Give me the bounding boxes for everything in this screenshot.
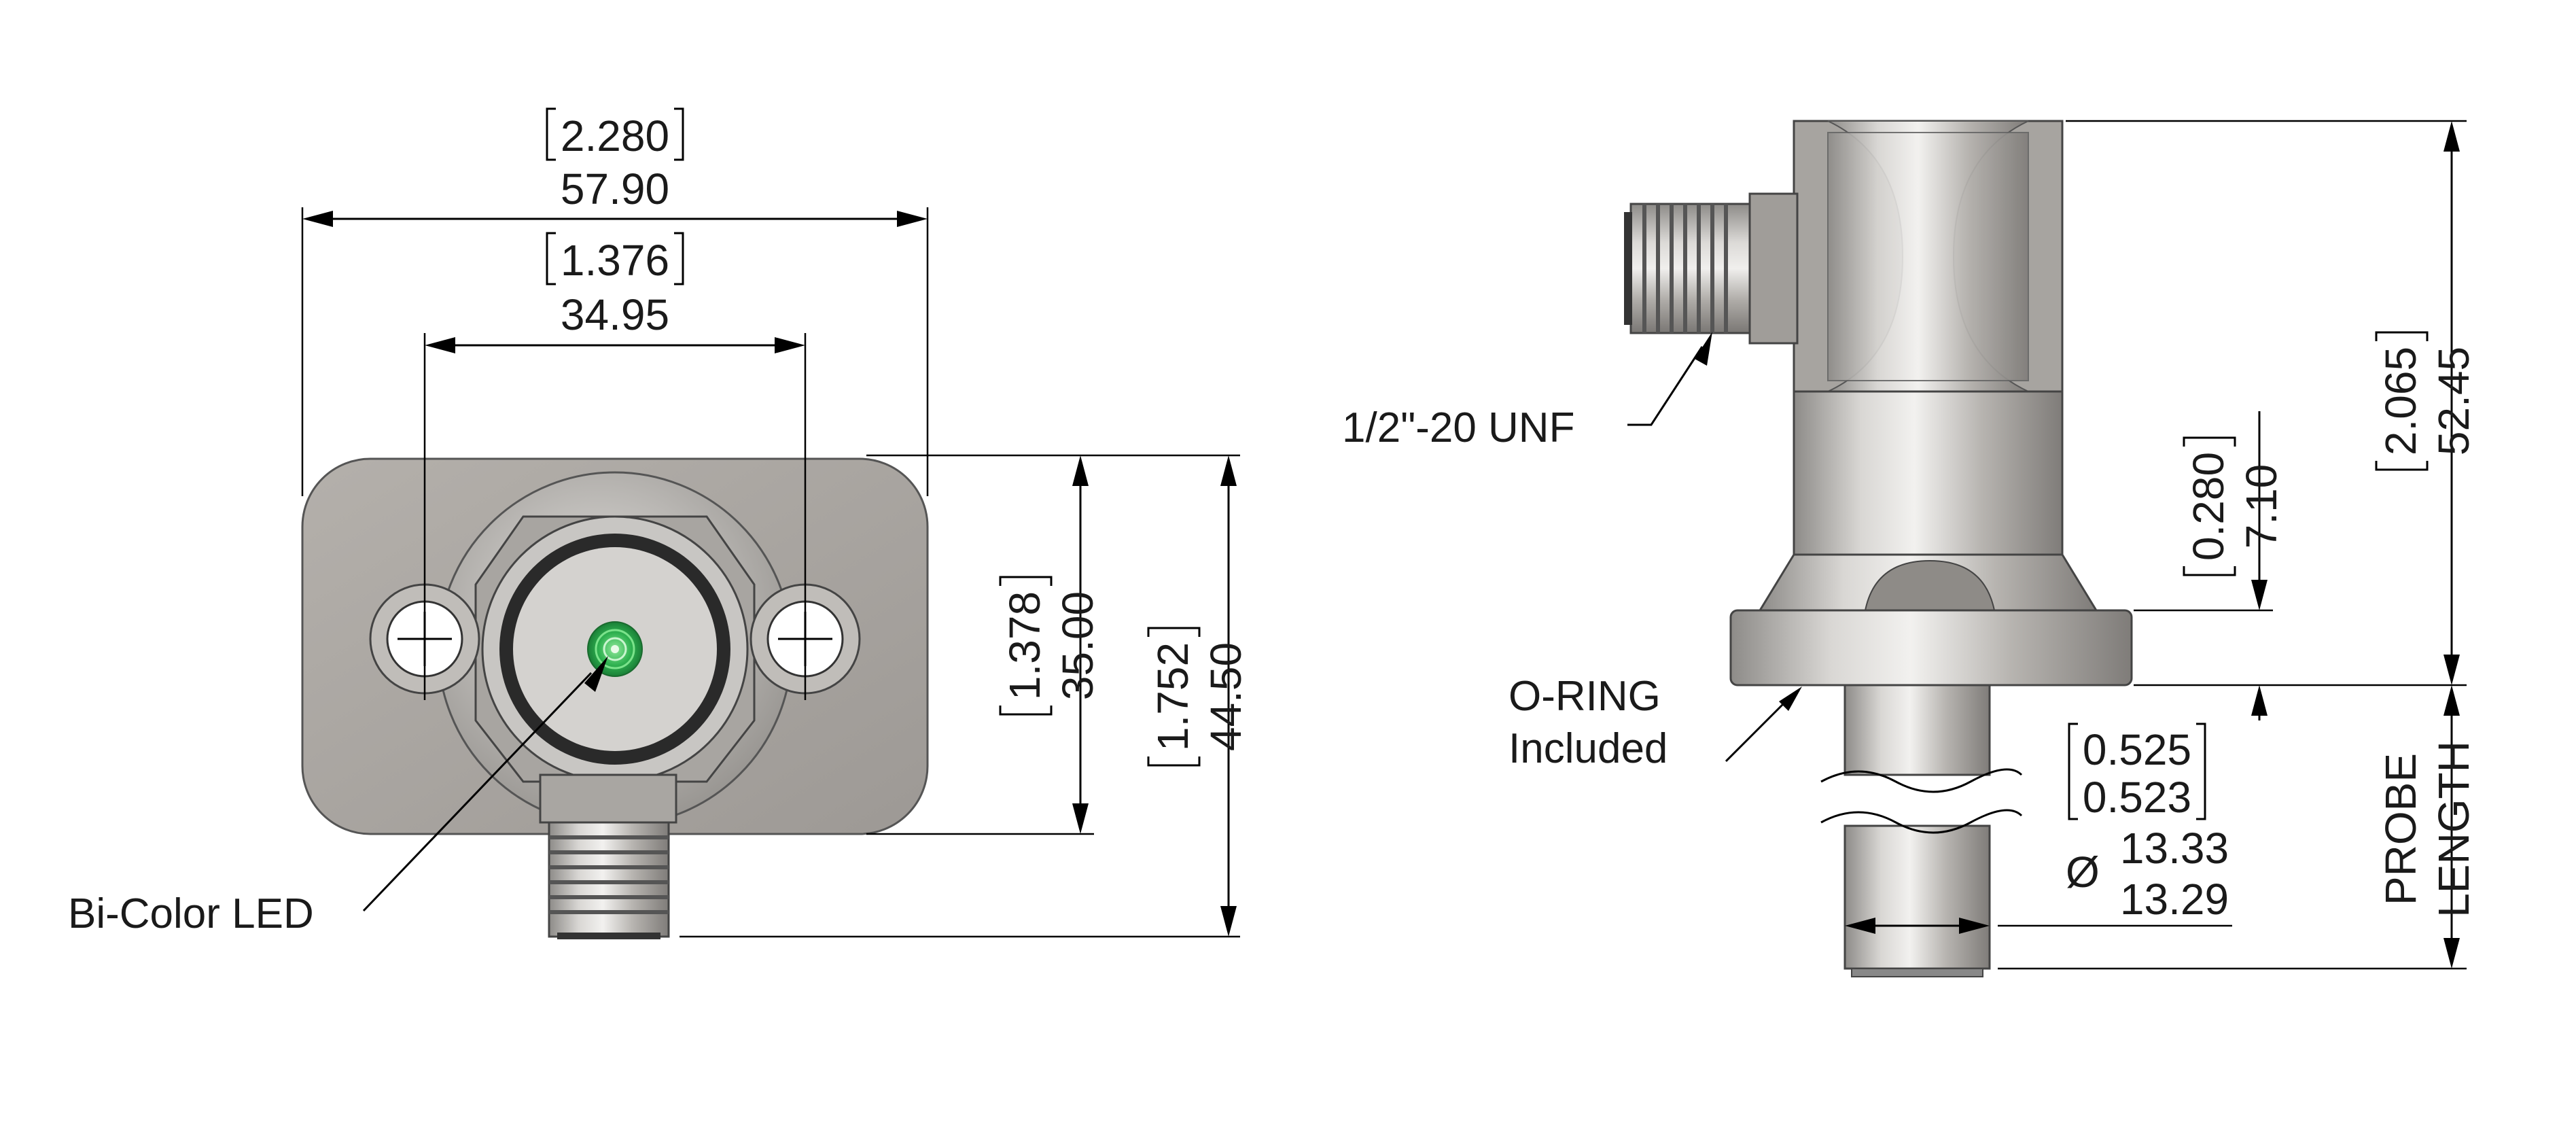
led-leader-arrow	[584, 656, 608, 692]
probe-lower	[1843, 824, 1991, 970]
led-callout: Bi-Color LED	[68, 890, 314, 937]
arrow-probe-dia-left	[1845, 918, 1875, 934]
overall-height-mm: 44.50	[1201, 642, 1250, 751]
arrow-total-bottom	[2443, 655, 2460, 685]
side-connector-thread-lines	[1642, 204, 1728, 333]
connector-threads	[548, 821, 670, 938]
probe-diameter-mm-min: 13.29	[2120, 875, 2229, 924]
thread-leader-line	[1627, 346, 1704, 426]
bracket-overall-width	[546, 107, 684, 161]
led-leader-line	[362, 672, 593, 912]
probe-diameter-mm-max: 13.33	[2120, 824, 2229, 873]
arrow-probe-len-bottom	[2443, 938, 2460, 969]
arrow-flange-top	[1072, 455, 1089, 486]
oring-leader-line	[1725, 699, 1788, 763]
diameter-symbol: Ø	[2066, 848, 2100, 897]
bracket-probe-diameter-inch	[2068, 723, 2206, 820]
led-dot	[611, 645, 619, 653]
arrow-probe-len-top	[2443, 685, 2460, 716]
connector-base	[539, 773, 677, 824]
arrow-flange-thk-bottom	[2251, 685, 2268, 716]
arrow-overall-height-bottom	[1220, 906, 1237, 937]
side-connector-collar	[1748, 192, 1799, 345]
flange-height-inch: 1.378	[1000, 591, 1049, 700]
probe-diameter-inch-min: 0.523	[2083, 773, 2191, 822]
total-height-inch: 2.065	[2376, 347, 2425, 455]
thread-callout: 1/2"-20 UNF	[1342, 404, 1574, 451]
arrow-hole-right	[775, 337, 805, 353]
body-cylinder	[1793, 390, 2064, 556]
overall-height-inch: 1.752	[1148, 642, 1197, 751]
oring-callout-line1: O-RING	[1508, 673, 1661, 720]
bracket-hole-spacing	[546, 232, 684, 285]
total-height-mm: 52.45	[2429, 347, 2478, 455]
side-connector-threads	[1629, 203, 1751, 334]
bracket-total-height	[2375, 331, 2429, 471]
probe-break-line-2	[1820, 809, 2023, 834]
connector-thread-lines	[549, 835, 669, 914]
flange-thickness-mm: 7.10	[2237, 464, 2286, 549]
arrow-overall-right	[897, 211, 928, 227]
arrow-hole-left	[425, 337, 455, 353]
probe-length-line1: PROBE	[2376, 753, 2425, 905]
probe-break-line-1	[1820, 768, 2023, 793]
arrow-overall-left	[302, 211, 333, 227]
led-ring-2	[603, 637, 627, 661]
probe-diameter-inch-max: 0.525	[2083, 725, 2191, 774]
probe-tip	[1851, 968, 1983, 977]
connector-tip	[557, 933, 660, 939]
hole-spacing-mm: 34.95	[561, 290, 669, 339]
oring-leader-arrow	[1779, 686, 1802, 711]
thread-leader-arrow	[1695, 332, 1712, 366]
arrow-flange-bottom	[1072, 803, 1089, 834]
flange-height-mm: 35.00	[1053, 591, 1102, 700]
flange-plate	[1729, 609, 2133, 686]
arrow-total-top	[2443, 121, 2460, 152]
bracket-overall-height	[1147, 627, 1201, 767]
front-view: 2.280 57.90 1.376 34.95 1.378 35.00 1.75…	[68, 107, 1250, 939]
overall-width-inch: 2.280	[561, 111, 669, 160]
led-ring-1	[595, 629, 635, 669]
housing-face	[1827, 132, 2029, 381]
bracket-flange-thickness	[2183, 436, 2236, 576]
bracket-flange-height	[999, 576, 1053, 716]
arrow-overall-height-top	[1220, 455, 1237, 486]
flange-thickness-inch: 0.280	[2184, 452, 2233, 561]
oring-callout-line2: Included	[1508, 725, 1668, 772]
side-view: 1/2"-20 UNF O-RING Included 2.065 52.45 …	[1342, 120, 2478, 977]
hole-spacing-inch: 1.376	[561, 236, 669, 285]
probe-length-line2: LENGTH	[2429, 741, 2478, 918]
overall-width-mm: 57.90	[561, 164, 669, 213]
arrow-probe-dia-right	[1959, 918, 1990, 934]
arrow-flange-thk-top	[2251, 580, 2268, 610]
probe-upper	[1843, 684, 1991, 776]
side-connector-tip	[1624, 212, 1632, 325]
flange-cutout	[1864, 559, 1996, 611]
